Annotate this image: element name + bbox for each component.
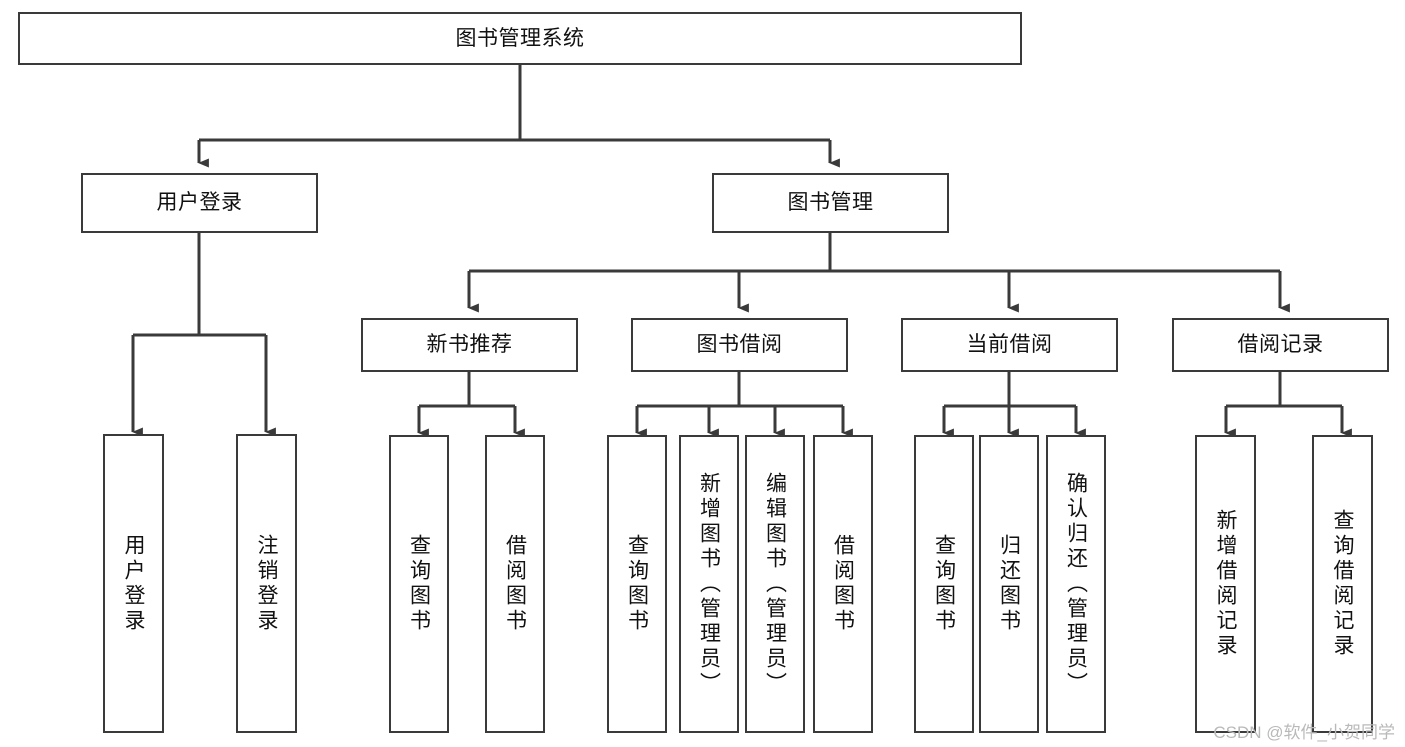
node-label: 借阅记录 (1237, 333, 1324, 357)
node-label: 查询借阅记录 (1331, 509, 1355, 659)
node-new-book-recommend[interactable]: 新书推荐 (361, 318, 578, 372)
node-leaf-user-login[interactable]: 用户登录 (103, 434, 164, 733)
node-leaf-borrow-book-borrow[interactable]: 借阅图书 (813, 435, 873, 733)
node-leaf-logout-login[interactable]: 注销登录 (236, 434, 297, 733)
node-leaf-confirm-return-admin[interactable]: 确认归还（管理员） (1046, 435, 1106, 733)
node-label: 查询图书 (932, 534, 956, 634)
node-leaf-borrow-book-recommend[interactable]: 借阅图书 (485, 435, 545, 733)
node-current-borrow[interactable]: 当前借阅 (901, 318, 1118, 372)
node-label: 图书借阅 (696, 333, 783, 357)
node-label: 图书管理系统 (455, 26, 585, 50)
node-book-borrow[interactable]: 图书借阅 (631, 318, 848, 372)
node-leaf-query-book-borrow[interactable]: 查询图书 (607, 435, 667, 733)
node-leaf-query-book-recommend[interactable]: 查询图书 (389, 435, 449, 733)
node-leaf-return-book[interactable]: 归还图书 (979, 435, 1039, 733)
node-leaf-add-book-admin[interactable]: 新增图书（管理员） (679, 435, 739, 733)
node-leaf-add-borrow-record[interactable]: 新增借阅记录 (1195, 435, 1256, 733)
node-label: 借阅图书 (503, 534, 527, 634)
node-label: 归还图书 (997, 534, 1021, 634)
node-label: 用户登录 (122, 533, 146, 634)
node-label: 新增借阅记录 (1214, 509, 1238, 659)
node-label: 查询图书 (625, 534, 649, 634)
node-label: 编辑图书（管理员） (763, 471, 787, 697)
node-leaf-edit-book-admin[interactable]: 编辑图书（管理员） (745, 435, 805, 733)
node-leaf-query-book-current[interactable]: 查询图书 (914, 435, 974, 733)
node-user-login[interactable]: 用户登录 (81, 173, 318, 233)
node-label: 注销登录 (255, 533, 279, 634)
node-label: 图书管理 (787, 191, 874, 215)
node-label: 新书推荐 (426, 333, 513, 357)
node-label: 用户登录 (156, 191, 243, 215)
node-leaf-query-borrow-record[interactable]: 查询借阅记录 (1312, 435, 1373, 733)
node-label: 确认归还（管理员） (1064, 471, 1088, 697)
node-label: 借阅图书 (831, 534, 855, 634)
node-book-management[interactable]: 图书管理 (712, 173, 949, 233)
node-label: 查询图书 (407, 534, 431, 634)
node-label: 当前借阅 (966, 333, 1053, 357)
node-label: 新增图书（管理员） (697, 471, 721, 697)
node-borrow-record[interactable]: 借阅记录 (1172, 318, 1389, 372)
node-book-management-system[interactable]: 图书管理系统 (18, 12, 1022, 65)
